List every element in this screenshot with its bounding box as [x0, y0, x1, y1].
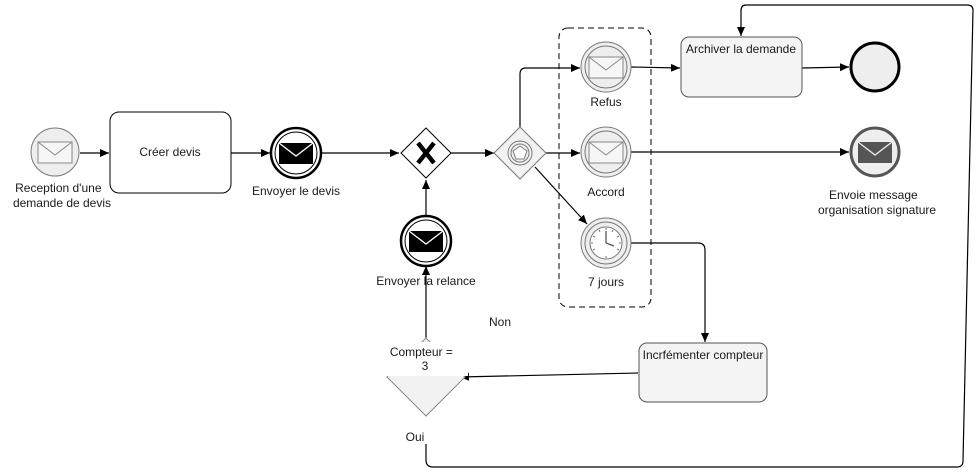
timer-label: 7 jours — [588, 275, 624, 289]
envelope-filled-icon — [408, 230, 444, 252]
envelope-icon — [588, 56, 624, 79]
refus-label: Refus — [590, 95, 621, 109]
envelope-filled-icon — [857, 141, 893, 163]
event-based-gateway[interactable] — [493, 126, 547, 180]
flow-eventgw-to-timer — [534, 166, 588, 225]
task-archive[interactable] — [680, 36, 803, 98]
flow-refus-to-archive — [630, 63, 681, 72]
flow-eventgw-to-refus — [519, 64, 580, 128]
accord-event[interactable] — [580, 126, 632, 178]
task-create-quote-label: Créer devis — [139, 145, 200, 159]
clock-icon — [589, 226, 623, 260]
refus-event[interactable] — [580, 41, 632, 93]
envelope-icon — [37, 141, 73, 164]
end-message-label: Envoie message organisation signature — [818, 188, 936, 217]
start-event-label: Reception d'une demande de devis — [13, 181, 111, 210]
task-increment-label: Incrfémenter compteur — [643, 348, 764, 362]
task-archive-label: Archiver la demande — [686, 42, 796, 56]
accord-label: Accord — [587, 185, 624, 199]
end-message-event[interactable] — [849, 126, 901, 178]
pentagon-icon — [512, 145, 528, 160]
flow-increment-to-counter — [459, 372, 639, 381]
end-event[interactable] — [849, 41, 901, 93]
envelope-filled-icon — [278, 142, 314, 164]
send-quote-event[interactable] — [269, 126, 323, 180]
label-oui: Oui — [406, 430, 425, 444]
sequence-flows — [80, 4, 974, 468]
exclusive-gateway[interactable] — [400, 127, 452, 179]
start-event[interactable] — [30, 127, 80, 177]
task-create-quote[interactable] — [109, 111, 232, 194]
task-increment-counter[interactable] — [638, 342, 768, 403]
event-group-box — [558, 27, 652, 308]
counter-gateway-label: Compteur = 3 — [390, 345, 456, 373]
envelope-icon — [588, 141, 624, 164]
flow-timer-to-increment — [631, 242, 709, 342]
flow-archive-to-end — [801, 63, 850, 72]
flow-oui-loop-to-archive — [425, 4, 974, 468]
counter-gateway[interactable] — [384, 337, 468, 417]
x-icon — [416, 141, 436, 165]
timer-event[interactable] — [580, 217, 632, 269]
send-quote-label: Envoyer le devis — [252, 184, 340, 198]
send-reminder-event[interactable] — [399, 214, 453, 268]
send-reminder-label: Envoyer la relance — [376, 274, 476, 288]
label-non: Non — [489, 315, 511, 329]
